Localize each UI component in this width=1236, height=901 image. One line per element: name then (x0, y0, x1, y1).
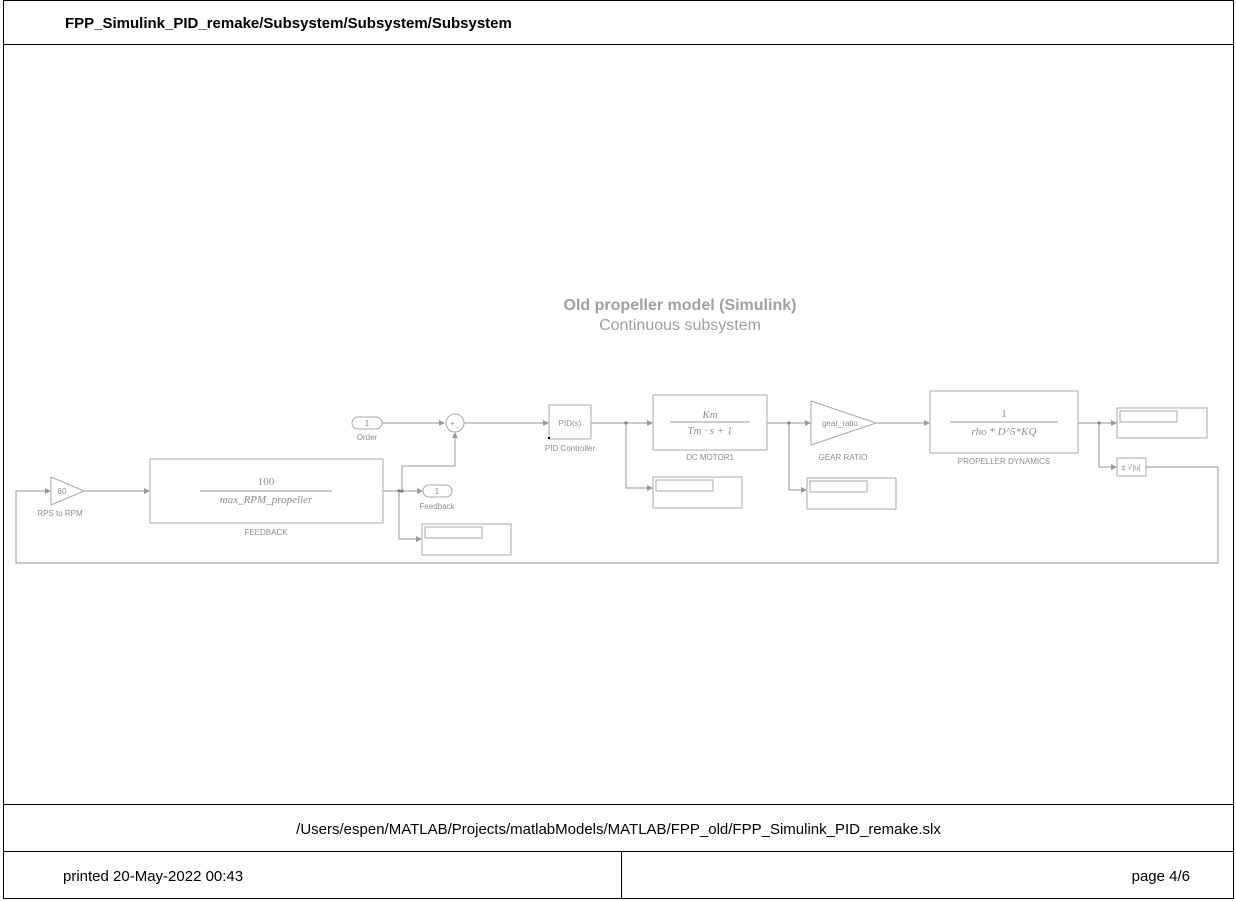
header-bar: FPP_Simulink_PID_remake/Subsystem/Subsys… (3, 0, 1234, 45)
inport-order-label: Order (357, 433, 378, 442)
feedback-numerator: 100 (258, 476, 275, 488)
arrowhead (417, 488, 423, 494)
footer-bar: printed 20-May-2022 00:43 page 4/6 (3, 852, 1234, 899)
rps-to-rpm-block[interactable]: 60 (50, 476, 86, 506)
model-path-title: FPP_Simulink_PID_remake/Subsystem/Subsys… (65, 15, 512, 32)
signal-line (625, 423, 647, 489)
arrowhead (416, 536, 422, 542)
propeller-denominator: rho * D^5*KQ (972, 426, 1037, 438)
file-path-row: /Users/espen/MATLAB/Projects/matlabModel… (3, 804, 1234, 852)
arrowhead (1111, 464, 1117, 470)
sqrt-block[interactable]: ± √|u| (1116, 457, 1147, 477)
feedback-block[interactable]: 100 max_RPM_propeller (149, 458, 384, 524)
sum-minus-sign: - (456, 423, 459, 432)
signal-line (1098, 423, 1111, 468)
feedback-denominator: max_RPM_propeller (220, 494, 313, 506)
sqrt-text: ± √|u| (1121, 463, 1141, 472)
arrowhead (452, 432, 458, 438)
arrowhead (1111, 420, 1117, 426)
pid-controller-label: PID Controller (545, 444, 596, 453)
dc-motor-numerator: Km (701, 409, 717, 421)
page-frame (3, 0, 1234, 899)
dc-motor-label: DC MOTOR1 (686, 453, 734, 462)
signal-line (788, 423, 801, 491)
inport-order-block[interactable]: 1 (351, 416, 383, 430)
outport-feedback-label: Feedback (419, 502, 455, 511)
display-block-propeller-output[interactable] (1116, 407, 1208, 439)
outport-feedback-number: 1 (435, 487, 440, 496)
feedback-label: FEEDBACK (244, 528, 288, 537)
arrowhead (647, 420, 653, 426)
arrowhead (45, 488, 51, 494)
rps-to-rpm-label: RPS to RPM (37, 509, 83, 518)
gear-ratio-block[interactable]: gear_ratio (810, 400, 878, 446)
propeller-dynamics-block[interactable]: 1 rho * D^5*KQ (929, 390, 1079, 454)
inport-order-number: 1 (365, 419, 370, 428)
arrowhead (647, 485, 653, 491)
arrowhead (805, 420, 811, 426)
display-block-feedback[interactable] (421, 523, 512, 556)
outport-feedback-block[interactable]: 1 (422, 484, 453, 498)
propeller-dynamics-label: PROPELLER DYNAMICS (958, 457, 1050, 466)
sum-block[interactable]: + - (445, 413, 465, 433)
dc-motor-block[interactable]: Km Tm · s + 1 (652, 394, 768, 451)
file-path: /Users/espen/MATLAB/Projects/matlabModel… (296, 821, 941, 838)
block-marker (548, 437, 550, 439)
annotation-subtitle: Continuous subsystem (599, 317, 761, 334)
sum-plus-sign: + (450, 419, 455, 428)
gear-ratio-label: GEAR RATIO (819, 453, 868, 462)
rps-gain-text: 60 (58, 487, 67, 496)
gear-ratio-text: gear_ratio (822, 419, 859, 428)
signal-line (398, 491, 416, 540)
dc-motor-denominator: Tm · s + 1 (687, 425, 732, 437)
arrowhead (924, 420, 930, 426)
propeller-numerator: 1 (1001, 408, 1007, 420)
footer-divider (621, 852, 622, 899)
arrowhead (144, 488, 150, 494)
page-number: page 4/6 (1131, 868, 1190, 885)
signal-line (15, 466, 1219, 564)
annotation-title: Old propeller model (Simulink) (564, 297, 797, 314)
signal-line (401, 438, 456, 491)
pid-controller-block[interactable]: PID(s) (548, 404, 592, 440)
display-block-motor-output[interactable] (806, 477, 897, 510)
printed-timestamp: printed 20-May-2022 00:43 (63, 868, 244, 885)
arrowhead (439, 420, 445, 426)
arrowhead (801, 487, 807, 493)
arrowhead (543, 420, 549, 426)
display-block-pid-output[interactable] (652, 476, 743, 509)
pid-text: PID(s) (559, 419, 582, 428)
